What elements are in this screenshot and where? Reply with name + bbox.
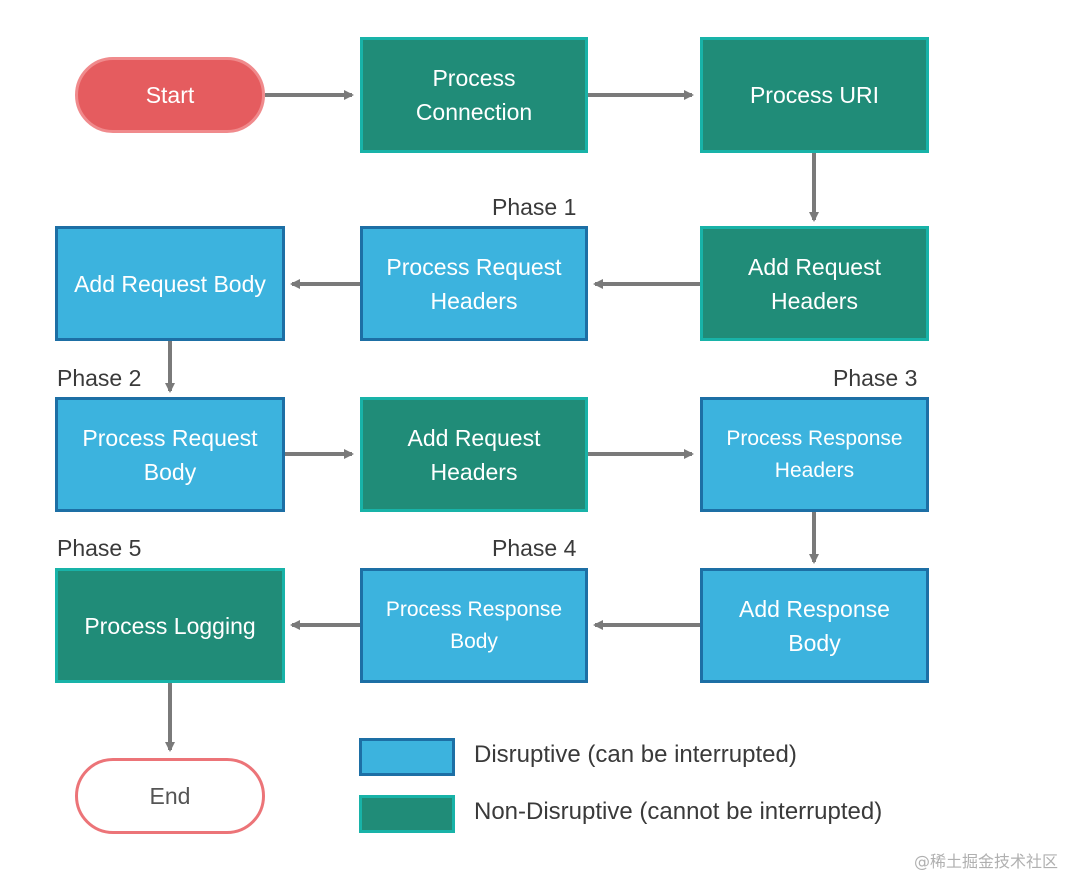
add-response-body-label: Add Response Body bbox=[739, 595, 890, 656]
legend-disruptive-label: Disruptive (can be interrupted) bbox=[474, 741, 797, 768]
end-node-label: End bbox=[149, 782, 191, 809]
process-connection-label: Process Connection bbox=[415, 65, 533, 125]
add-request-headers-node-2: Add Request Headers bbox=[360, 397, 588, 512]
start-node: Start bbox=[75, 57, 265, 133]
add-request-headers-label-2: Add Request Headers bbox=[407, 424, 541, 485]
add-request-body-label: Add Request Body bbox=[74, 270, 266, 297]
phase-4-label: Phase 4 bbox=[492, 535, 577, 561]
process-logging-label: Process Logging bbox=[84, 612, 256, 639]
process-response-headers-label: Process Response Headers bbox=[726, 426, 903, 482]
phase-5-label: Phase 5 bbox=[57, 535, 142, 561]
phase-3-label: Phase 3 bbox=[833, 365, 918, 391]
add-request-body-node: Add Request Body bbox=[55, 226, 285, 341]
phase-2-label: Phase 2 bbox=[57, 365, 142, 391]
process-connection-node: Process Connection bbox=[360, 37, 588, 153]
process-request-headers-node: Process Request Headers bbox=[360, 226, 588, 341]
process-request-body-node: Process Request Body bbox=[55, 397, 285, 512]
watermark: @稀土掘金技术社区 bbox=[913, 852, 1058, 871]
process-response-body-label: Process Response Body bbox=[385, 597, 563, 653]
process-logging-node: Process Logging bbox=[55, 568, 285, 683]
process-request-body-label: Process Request Body bbox=[82, 424, 258, 485]
process-response-headers-node: Process Response Headers bbox=[700, 397, 929, 512]
legend-non-disruptive-swatch bbox=[359, 795, 455, 833]
start-node-label: Start bbox=[145, 81, 195, 108]
add-response-body-node: Add Response Body bbox=[700, 568, 929, 683]
end-node: End bbox=[75, 758, 265, 834]
legend-non-disruptive-label: Non-Disruptive (cannot be interrupted) bbox=[474, 798, 883, 825]
add-request-headers-node-1: Add Request Headers bbox=[700, 226, 929, 341]
process-response-body-node: Process Response Body bbox=[360, 568, 588, 683]
process-uri-label: Process URI bbox=[749, 82, 880, 108]
add-request-headers-label-1: Add Request Headers bbox=[748, 253, 881, 314]
phase-1-label: Phase 1 bbox=[492, 194, 577, 220]
process-request-headers-label: Process Request Headers bbox=[386, 253, 562, 314]
legend-disruptive-swatch bbox=[359, 738, 455, 776]
process-uri-node: Process URI bbox=[700, 37, 929, 153]
